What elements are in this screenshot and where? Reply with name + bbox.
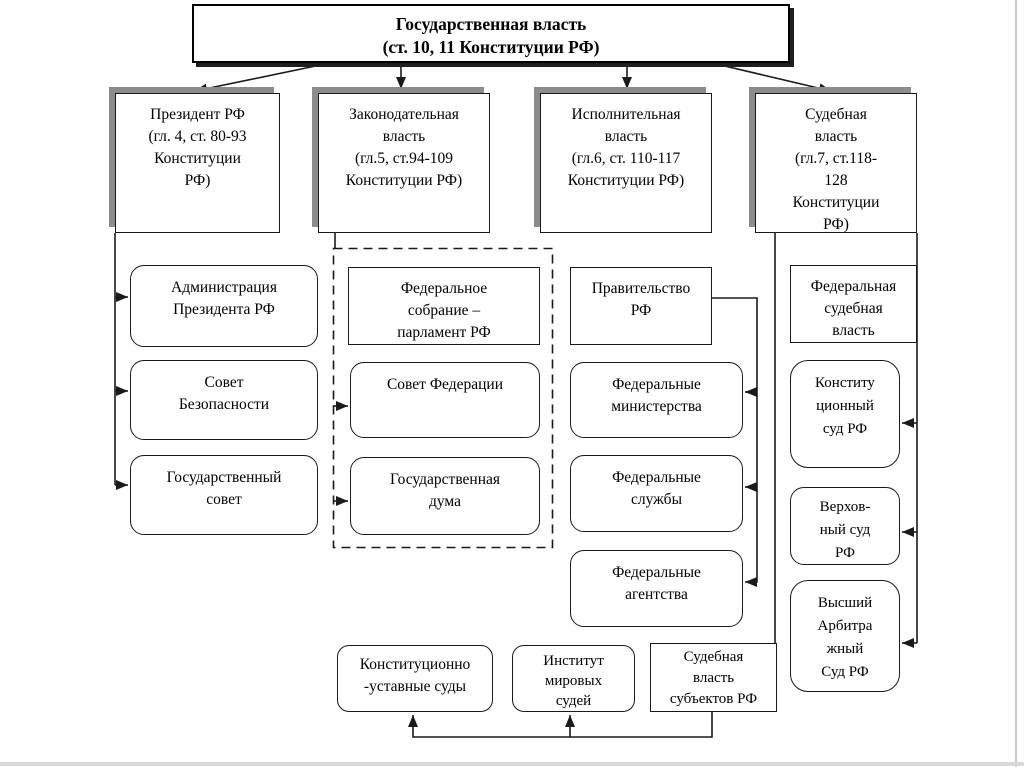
connector-government-trunk	[712, 297, 758, 587]
box-administration: Администрация Президента РФ	[130, 265, 318, 347]
box-federal-services: Федеральные службы	[570, 455, 743, 532]
box-state-duma: Государственная дума	[350, 457, 540, 535]
box-legislative-header: Законодательная власть (гл.5, ст.94-109 …	[318, 93, 490, 233]
box-federal-ministries: Федеральные министерства	[570, 362, 743, 438]
box-executive-header: Исполнительная власть (гл.6, ст. 110-117…	[540, 93, 712, 233]
slide-bottom-edge	[0, 762, 1024, 766]
box-federal-judicial-power: Федеральная судебная власть	[790, 265, 917, 343]
diagram-title: Государственная власть (ст. 10, 11 Конст…	[192, 4, 790, 63]
box-arbitration-court: Высший Арбитра жный Суд РФ	[790, 580, 900, 692]
box-constitutional-charter-courts: Конституционно -уставные суды	[337, 645, 493, 712]
box-government: Правительство РФ	[570, 267, 712, 345]
box-subjects-judicial-power: Судебная власть субъектов РФ	[650, 643, 777, 712]
slide-right-edge	[1015, 0, 1017, 767]
box-federation-council: Совет Федерации	[350, 362, 540, 438]
box-justices-of-the-peace: Институт мировых судей	[512, 645, 635, 712]
box-president-header: Президент РФ (гл. 4, ст. 80-93 Конституц…	[115, 93, 280, 233]
box-state-council: Государственный совет	[130, 455, 318, 535]
box-supreme-court: Верхов- ный суд РФ	[790, 487, 900, 565]
connector-title-to-judicial	[711, 62, 832, 94]
box-federal-assembly: Федеральное собрание – парламент РФ	[348, 267, 540, 345]
box-constitutional-court: Конститу ционный суд РФ	[790, 360, 900, 468]
box-security-council: Совет Безопасности	[130, 360, 318, 440]
legislative-group-dashed-frame	[332, 247, 554, 549]
connector-title-to-president	[194, 62, 331, 94]
box-federal-agencies: Федеральные агентства	[570, 550, 743, 627]
connector-subjects-to-charter-courts	[408, 712, 713, 738]
box-judicial-header: Судебная власть (гл.7, ст.118- 128 Конст…	[755, 93, 917, 233]
